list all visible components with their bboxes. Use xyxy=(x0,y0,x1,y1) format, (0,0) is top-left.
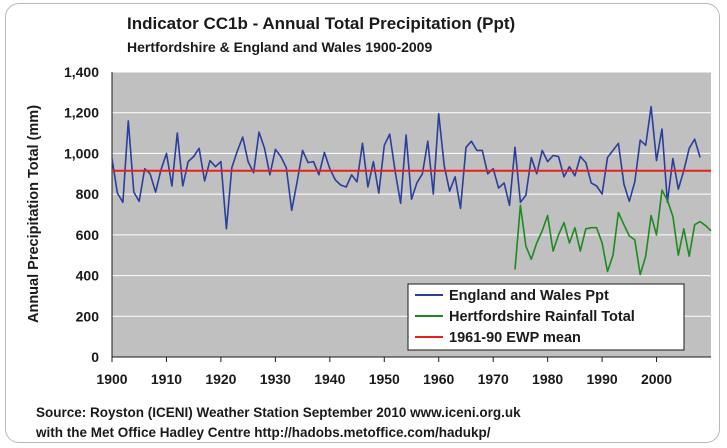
legend-label-mean: 1961-90 EWP mean xyxy=(449,330,581,346)
legend-label-ew: England and Wales Ppt xyxy=(449,288,609,304)
source-note: Source: Royston (ICENI) Weather Station … xyxy=(36,403,521,443)
x-tick-label: 1940 xyxy=(314,371,345,387)
x-tick-label: 1900 xyxy=(96,371,127,387)
source-line-2: with the Met Office Hadley Centre http:/… xyxy=(36,425,491,440)
x-tick-label: 1930 xyxy=(260,371,291,387)
x-tick-label: 1910 xyxy=(151,371,182,387)
y-tick-label: 800 xyxy=(76,186,100,202)
x-tick-label: 1950 xyxy=(369,371,400,387)
source-line-1: Source: Royston (ICENI) Weather Station … xyxy=(36,405,521,420)
legend-box xyxy=(407,283,685,351)
x-tick-label: 1990 xyxy=(587,371,618,387)
y-tick-labels: 0 200 400 600 800 1,000 1,200 1,400 xyxy=(64,64,99,365)
chart-subtitle: Hertfordshire & England and Wales 1900-2… xyxy=(127,39,433,55)
legend-label-herts: Hertfordshire Rainfall Total xyxy=(449,309,635,325)
y-tick-label: 1,200 xyxy=(64,105,99,121)
y-tick-label: 1,000 xyxy=(64,145,99,161)
x-tick-labels: 1900 1910 1920 1930 1940 1950 1960 1970 1980 1990… xyxy=(96,357,672,387)
x-tick-label: 2000 xyxy=(641,371,672,387)
series-england-wales-line xyxy=(111,105,701,230)
chart-title: Indicator CC1b - Annual Total Precipitat… xyxy=(127,14,516,33)
x-tick-label: 1920 xyxy=(205,371,236,387)
series-layer xyxy=(111,105,712,276)
y-tick-label: 400 xyxy=(76,268,100,284)
x-tick-label: 1960 xyxy=(423,371,454,387)
x-tick-label: 1980 xyxy=(532,371,563,387)
x-tick-label: 1970 xyxy=(478,371,509,387)
y-tick-label: 0 xyxy=(91,349,99,365)
y-tick-label: 1,400 xyxy=(64,64,99,80)
y-tick-label: 600 xyxy=(76,227,100,243)
legend: England and Wales Ppt Hertfordshire Rain… xyxy=(407,283,685,351)
y-axis-title: Annual Precipitation Total (mm) xyxy=(26,105,42,323)
series-hertfordshire-line xyxy=(514,189,712,276)
y-tick-label: 200 xyxy=(76,308,100,324)
